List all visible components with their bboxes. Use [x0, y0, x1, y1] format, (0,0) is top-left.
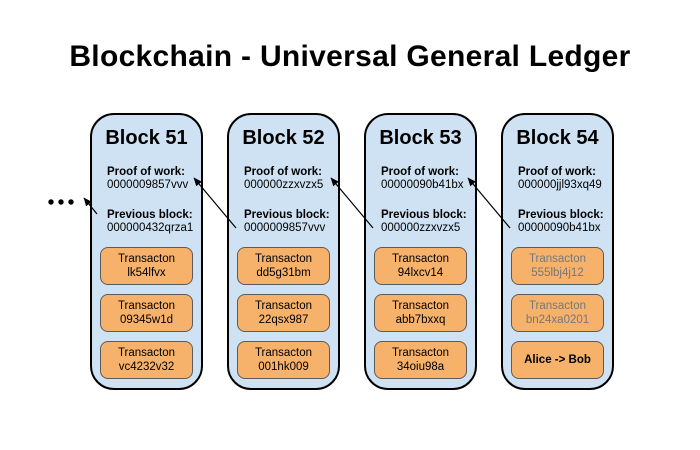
transaction-label: Transacton: [391, 300, 450, 312]
block-title: Block 51: [105, 127, 188, 149]
transaction-item: Transacton dd5g31bm: [237, 247, 330, 285]
transaction-label: Transacton: [254, 300, 313, 312]
transaction-label: Transacton: [254, 253, 313, 265]
transaction-label: Transacton: [117, 300, 176, 312]
transaction-id: abb7bxxq: [395, 314, 446, 326]
transaction-label: Transacton: [391, 347, 450, 359]
transaction-label: Transacton: [117, 253, 176, 265]
block-54: Block 54 Proof of work: 000000jjl93xq49 …: [501, 113, 614, 390]
transaction-label: Transacton: [391, 253, 450, 265]
previous-block-value: 000000zzxvzx5: [381, 222, 461, 234]
block-title: Block 54: [516, 127, 599, 149]
block-52: Block 52 Proof of work: 000000zzxvzx5 Pr…: [227, 113, 340, 390]
proof-of-work-field: Proof of work: 000000jjl93xq49: [518, 166, 607, 192]
transaction-list: Transacton dd5g31bm Transacton 22qsx987 …: [229, 247, 338, 379]
previous-block-label: Previous block:: [381, 209, 467, 221]
transaction-item-alice-bob: Alice -> Bob: [511, 341, 604, 379]
page-title: Blockchain - Universal General Ledger: [69, 40, 631, 73]
previous-block-label: Previous block:: [244, 209, 330, 221]
previous-block-field: Previous block: 0000009857vvv: [244, 209, 333, 235]
transaction-item: Transacton abb7bxxq: [374, 294, 467, 332]
block-title: Block 52: [242, 127, 325, 149]
proof-of-work-label: Proof of work:: [107, 166, 185, 178]
transaction-id: 555lbj4j12: [531, 267, 584, 279]
transaction-item: Transacton 555lbj4j12: [511, 247, 604, 285]
proof-of-work-label: Proof of work:: [518, 166, 596, 178]
transaction-item: Transacton vc4232v32: [100, 341, 193, 379]
transaction-item: Transacton 22qsx987: [237, 294, 330, 332]
ellipsis-earlier-blocks-icon: [48, 199, 74, 205]
proof-of-work-value: 00000090b41bx: [381, 179, 464, 191]
previous-block-label: Previous block:: [518, 209, 604, 221]
proof-of-work-value: 0000009857vvv: [107, 179, 189, 191]
previous-block-field: Previous block: 00000090b41bx: [518, 209, 607, 235]
proof-of-work-field: Proof of work: 0000009857vvv: [107, 166, 196, 192]
transaction-label: Transacton: [117, 347, 176, 359]
transaction-id: 94lxcv14: [397, 267, 444, 279]
previous-block-value: 0000009857vvv: [244, 222, 326, 234]
transaction-list: Transacton lk54lfvx Transacton 09345w1d …: [92, 247, 201, 379]
transaction-item: Transacton 34oiu98a: [374, 341, 467, 379]
previous-block-field: Previous block: 000000432qrza1: [107, 209, 196, 235]
transaction-id: 34oiu98a: [396, 361, 445, 373]
previous-block-field: Previous block: 000000zzxvzx5: [381, 209, 470, 235]
block-51: Block 51 Proof of work: 0000009857vvv Pr…: [90, 113, 203, 390]
transaction-list: Transacton 555lbj4j12 Transacton bn24xa0…: [503, 247, 612, 379]
transaction-id: 001hk009: [258, 361, 309, 373]
transaction-list: Transacton 94lxcv14 Transacton abb7bxxq …: [366, 247, 475, 379]
proof-of-work-field: Proof of work: 00000090b41bx: [381, 166, 470, 192]
proof-of-work-field: Proof of work: 000000zzxvzx5: [244, 166, 333, 192]
previous-block-label: Previous block:: [107, 209, 193, 221]
transaction-item: Transacton lk54lfvx: [100, 247, 193, 285]
block-title: Block 53: [379, 127, 462, 149]
proof-of-work-value: 000000zzxvzx5: [244, 179, 324, 191]
previous-block-value: 00000090b41bx: [518, 222, 601, 234]
transaction-label: Transacton: [528, 300, 587, 312]
transaction-label: Transacton: [528, 253, 587, 265]
proof-of-work-value: 000000jjl93xq49: [518, 179, 602, 191]
block-53: Block 53 Proof of work: 00000090b41bx Pr…: [364, 113, 477, 390]
transaction-id: dd5g31bm: [256, 267, 311, 279]
proof-of-work-label: Proof of work:: [244, 166, 322, 178]
transaction-id: vc4232v32: [118, 361, 175, 373]
transaction-id: lk54lfvx: [127, 267, 166, 279]
transaction-label: Alice -> Bob: [524, 354, 591, 366]
proof-of-work-label: Proof of work:: [381, 166, 459, 178]
transaction-item: Transacton 09345w1d: [100, 294, 193, 332]
transaction-id: bn24xa0201: [525, 314, 590, 326]
transaction-item: Transacton 94lxcv14: [374, 247, 467, 285]
transaction-item: Transacton bn24xa0201: [511, 294, 604, 332]
transaction-item: Transacton 001hk009: [237, 341, 330, 379]
transaction-id: 22qsx987: [258, 314, 309, 326]
previous-block-value: 000000432qrza1: [107, 222, 194, 234]
transaction-label: Transacton: [254, 347, 313, 359]
transaction-id: 09345w1d: [119, 314, 174, 326]
